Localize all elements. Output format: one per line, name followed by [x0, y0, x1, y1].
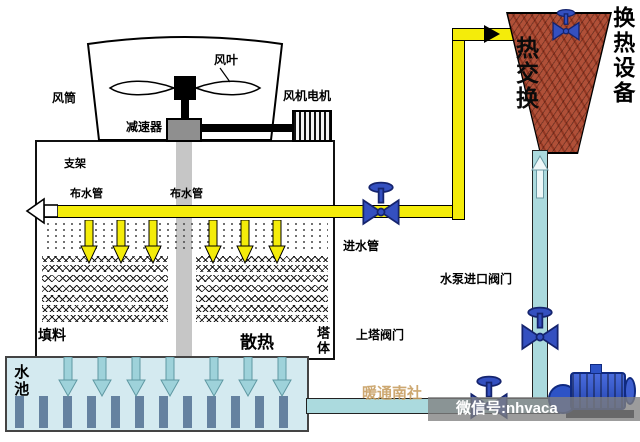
label-pointer-line	[219, 67, 231, 83]
exchanger-inlet-valve	[552, 8, 580, 42]
dist-pipe-right-label: 布水管	[170, 188, 203, 200]
heat-exchange-equipment-label: 换热设备	[610, 6, 636, 106]
heat-dissipation-label: 散热	[240, 333, 274, 352]
fan-shaft	[181, 100, 189, 118]
inlet-riser-pipe	[452, 30, 465, 220]
inlet-pipe-label: 进水管	[343, 239, 380, 253]
water-down-arrow	[144, 220, 162, 264]
water-pool	[5, 356, 309, 432]
pump-terminal-box	[590, 364, 602, 374]
fan-motor-box	[292, 110, 332, 142]
water-down-arrow	[112, 220, 130, 264]
watermark-wechat-bar: 微信号:nhvaca	[428, 397, 640, 421]
fan-blade-label: 风叶	[214, 53, 239, 67]
pool-down-arrow	[204, 357, 224, 397]
water-down-arrow	[204, 220, 222, 264]
dist-pipe-left-label: 布水管	[70, 188, 103, 200]
water-down-arrow	[80, 220, 98, 264]
pool-down-arrow	[272, 357, 292, 397]
fill-block-right	[196, 256, 328, 322]
pool-label: 水池	[12, 364, 30, 398]
support-column	[176, 140, 192, 366]
upper-tower-gate-valve	[521, 306, 559, 351]
tower-body-label: 塔体	[314, 326, 330, 356]
flow-direction-arrow	[484, 25, 500, 43]
upper-tower-valve-label: 上塔阀门	[356, 328, 405, 342]
support-label: 支架	[64, 158, 86, 170]
pool-down-arrow	[92, 357, 112, 397]
fan-motor-label: 风机电机	[283, 89, 332, 103]
watermark-brand: 暖通南社	[362, 385, 423, 402]
pool-down-arrow	[238, 357, 258, 397]
fan-blade-left	[108, 80, 177, 96]
fan-duct-label: 风筒	[52, 91, 77, 105]
pool-down-arrow	[160, 357, 180, 397]
fan-assembly	[86, 36, 284, 141]
heat-exchange-label: 热交换	[512, 36, 539, 111]
pool-down-arrow	[126, 357, 146, 397]
gear-reducer	[166, 118, 202, 142]
fill-label: 填料	[38, 327, 66, 343]
inlet-gate-valve	[362, 181, 400, 226]
pump-inlet-valve-label: 水泵进口阀门	[440, 272, 513, 286]
fan-hub	[174, 76, 196, 100]
drive-shaft	[202, 124, 292, 132]
fill-block-left	[42, 256, 168, 322]
spray-out-arrow	[25, 197, 58, 225]
pool-water-lines	[15, 396, 303, 428]
reducer-label: 减速器	[126, 120, 163, 134]
fan-blade-right	[193, 80, 262, 96]
water-down-arrow	[268, 220, 286, 264]
flow-up-arrow	[531, 154, 549, 199]
water-down-arrow	[236, 220, 254, 264]
watermark-wechat-text: 微信号:nhvaca	[456, 400, 558, 417]
pool-down-arrow	[58, 357, 78, 397]
